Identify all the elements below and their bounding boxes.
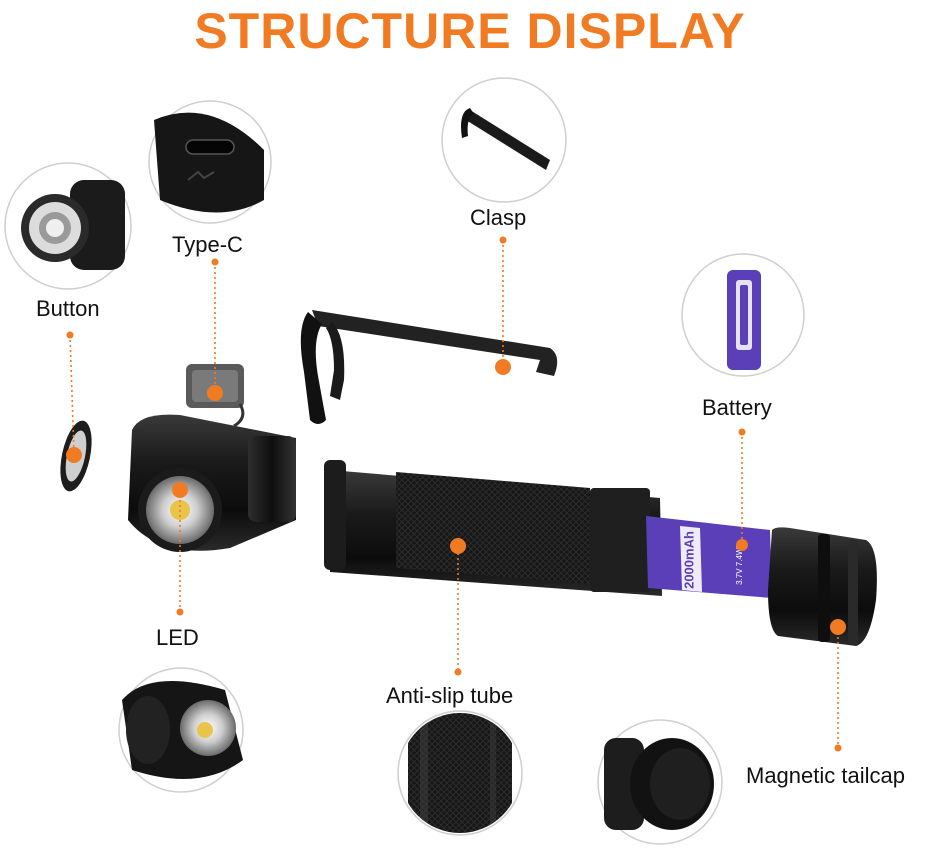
callout-anchor-dot <box>172 482 188 498</box>
battery-detail-circle <box>681 253 805 377</box>
button-detail-circle <box>4 162 132 290</box>
callout-dot <box>66 331 74 339</box>
body-tube-part <box>324 460 662 596</box>
label-clasp: Clasp <box>470 205 527 230</box>
label-button: Button <box>36 296 100 321</box>
callout-anchor-dot <box>495 359 511 375</box>
callout-dot <box>499 236 507 244</box>
label-battery: Battery <box>702 395 772 420</box>
callout-anchor-dot <box>66 447 82 463</box>
battery-part: 2000mAh 3.7V 7.4Wh <box>646 516 772 598</box>
led-detail-circle <box>118 667 244 793</box>
clasp-detail-circle <box>441 77 567 203</box>
label-anti-slip-tube: Anti-slip tube <box>386 683 514 708</box>
callout-anchor-dot <box>207 385 223 401</box>
callout-dot <box>738 428 746 436</box>
label-led: LED <box>156 625 199 650</box>
callout-dot <box>834 744 842 752</box>
clasp-part <box>300 310 558 424</box>
callout-dot <box>454 668 462 676</box>
battery-capacity-text: 2000mAh <box>681 531 696 589</box>
battery-spec-text: 3.7V 7.4Wh <box>735 543 744 585</box>
tailcap-part <box>768 527 877 646</box>
anti-slip-tube-detail-circle <box>397 710 523 836</box>
callout-anchor-dot <box>736 539 748 551</box>
callout-lines <box>69 240 839 748</box>
callout-anchor-dot <box>450 538 466 554</box>
tailcap-detail-circle <box>597 719 723 845</box>
label-type-c: Type-C <box>172 232 243 257</box>
callout-anchor-dot <box>830 619 846 635</box>
callout-dots <box>66 236 846 752</box>
callout-dot <box>176 608 184 616</box>
page-title: STRUCTURE DISPLAY <box>194 3 746 59</box>
head-part <box>128 414 296 552</box>
label-magnetic-tailcap: Magnetic tailcap <box>746 763 905 788</box>
callout-dot <box>211 258 219 266</box>
type-c-detail-circle <box>148 100 272 224</box>
